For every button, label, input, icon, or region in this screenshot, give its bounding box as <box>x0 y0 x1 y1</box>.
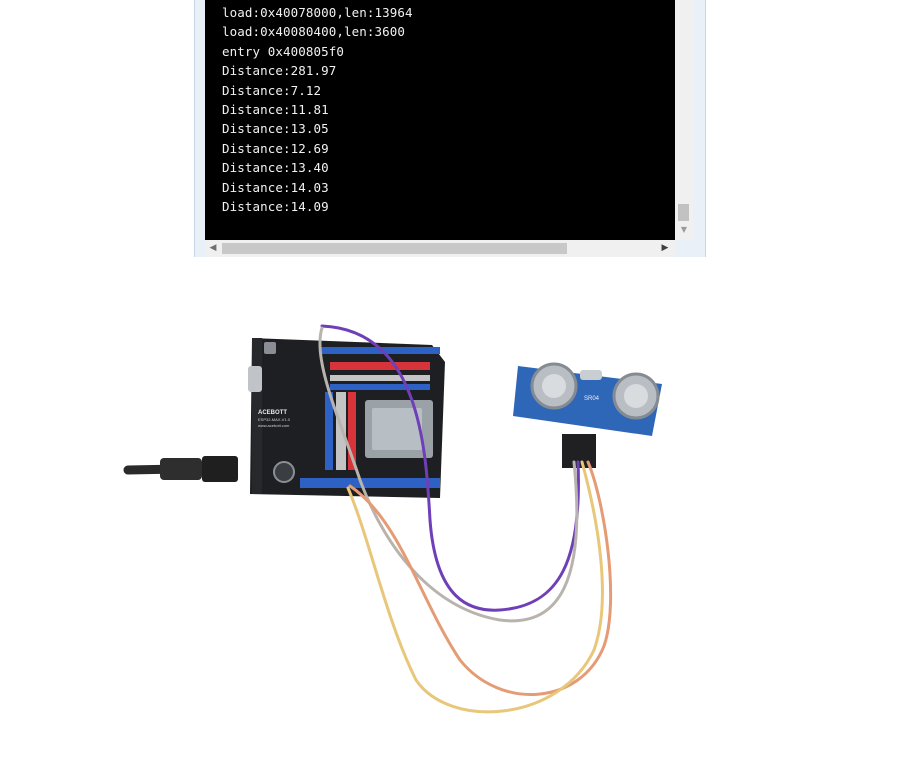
serial-line: entry 0x400805f0 <box>222 43 345 59</box>
dc-power-cable <box>123 456 238 482</box>
scroll-right-arrow-icon[interactable]: ▶ <box>661 243 669 253</box>
serial-line: load:0x40080400,len:3600 <box>222 24 406 40</box>
wire-yellow <box>346 460 604 714</box>
wire-gray <box>318 326 579 623</box>
wire-orange <box>348 460 613 697</box>
serial-line: Distance:14.09 <box>222 199 329 215</box>
serial-line: Distance:13.40 <box>222 160 329 176</box>
board-model: ESP32-MAX-V1.0 <box>258 417 291 422</box>
ultrasonic-sensor: SR04 <box>513 362 662 468</box>
side-pin-headers <box>325 392 356 470</box>
scroll-left-arrow-icon[interactable]: ◀ <box>209 243 217 253</box>
vertical-scroll-thumb[interactable] <box>678 204 689 221</box>
vertical-scrollbar[interactable]: ▼ <box>675 0 693 240</box>
jumper-wires <box>318 324 613 714</box>
scroll-down-arrow-icon[interactable]: ▼ <box>680 225 688 234</box>
serial-line: Distance:281.97 <box>222 63 337 79</box>
serial-line: Distance:14.03 <box>222 179 329 195</box>
serial-monitor-window: load:0x40078000,len:13964 load:0x4008040… <box>194 0 706 257</box>
serial-line: Distance:7.12 <box>222 82 322 98</box>
bottom-pin-header <box>300 478 440 488</box>
serial-output-lines: load:0x40078000,len:13964 load:0x4008040… <box>222 3 413 216</box>
hardware-photo: ACEBOTT ESP32-MAX-V1.0 www.acebott.com S… <box>123 324 662 714</box>
serial-line: Distance:12.69 <box>222 140 329 156</box>
capacitor <box>273 461 295 483</box>
sensor-label: SR04 <box>584 396 600 402</box>
serial-line: Distance:13.05 <box>222 121 329 137</box>
horizontal-scrollbar[interactable]: ◀ ▶ <box>205 240 675 257</box>
crystal-oscillator <box>580 370 602 380</box>
reset-button <box>264 342 276 354</box>
board-url: www.acebott.com <box>258 423 290 428</box>
esp32-board: ACEBOTT ESP32-MAX-V1.0 www.acebott.com <box>248 338 445 498</box>
serial-line: load:0x40078000,len:13964 <box>222 5 413 20</box>
serial-line: Distance:11.81 <box>222 102 329 118</box>
board-logo: ACEBOTT <box>258 410 287 416</box>
wire-purple <box>320 324 580 612</box>
usb-c-port <box>248 366 262 392</box>
horizontal-scroll-thumb[interactable] <box>222 243 567 254</box>
serial-output-console[interactable]: load:0x40078000,len:13964 load:0x4008040… <box>205 0 675 240</box>
